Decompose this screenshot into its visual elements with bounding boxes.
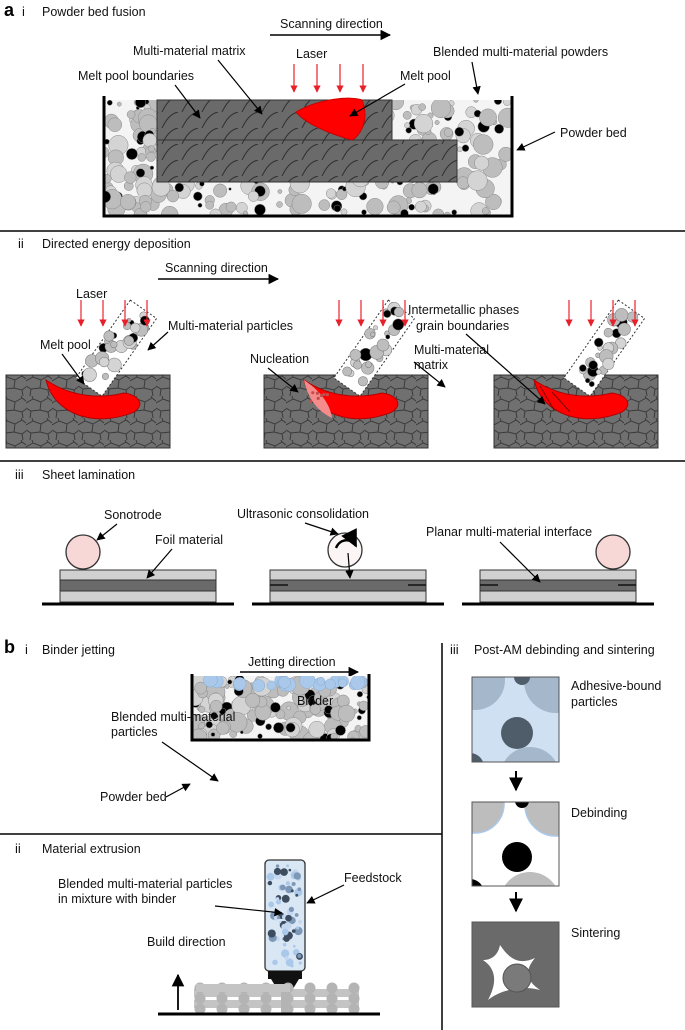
matrix-label: Multi-material matrix bbox=[133, 44, 246, 58]
scanning-label: Scanning direction bbox=[280, 17, 383, 31]
leader-lines bbox=[214, 884, 345, 917]
binder-label: Binder bbox=[297, 694, 333, 708]
ded-stage-deposit bbox=[5, 299, 171, 449]
laser-label: Laser bbox=[296, 47, 327, 61]
section-title: Material extrusion bbox=[42, 842, 141, 856]
intermetallic-label: Intermetallic phases bbox=[408, 303, 519, 317]
ultrasonic-label: Ultrasonic consolidation bbox=[237, 507, 369, 521]
sonotrode bbox=[327, 532, 363, 568]
extruder bbox=[264, 859, 306, 992]
sonotrode bbox=[65, 534, 101, 570]
panel-letter-b: b bbox=[4, 637, 15, 657]
sonotrode-label: Sonotrode bbox=[104, 508, 162, 522]
section-numeral: iii bbox=[15, 467, 24, 482]
section-numeral: i bbox=[22, 4, 25, 19]
sheet-lamination-stack bbox=[252, 569, 444, 606]
adhesive-label: Adhesive-bound bbox=[571, 679, 661, 693]
binder-jet-bed bbox=[190, 674, 371, 742]
extruded-layers bbox=[194, 982, 360, 1015]
particles-label: Multi-material particles bbox=[168, 319, 293, 333]
section-title: Powder bed fusion bbox=[42, 5, 146, 19]
section-title: Binder jetting bbox=[42, 643, 115, 657]
adhesive-label: particles bbox=[571, 695, 618, 709]
sheet-lamination-stack bbox=[462, 569, 654, 606]
rotation-arrow bbox=[334, 527, 358, 549]
melt-pool-label: Melt pool bbox=[400, 69, 451, 83]
feedstock-label: Feedstock bbox=[344, 871, 402, 885]
adhesive-bound-tile bbox=[471, 676, 560, 763]
scanning-label: Scanning direction bbox=[165, 261, 268, 275]
panel-letter-a: a bbox=[4, 0, 15, 20]
section-numeral: iii bbox=[450, 642, 459, 657]
section-numeral: i bbox=[25, 642, 28, 657]
boundaries-label: Melt pool boundaries bbox=[78, 69, 194, 83]
powder-bed-container bbox=[102, 96, 514, 218]
matrix-label: Multi-material bbox=[414, 343, 489, 357]
melt-pool-label: Melt pool bbox=[40, 338, 91, 352]
foil-label: Foil material bbox=[155, 533, 223, 547]
section-title: Directed energy deposition bbox=[42, 237, 191, 251]
powder-bed-label: Powder bed bbox=[100, 790, 167, 804]
sintering-tile bbox=[471, 921, 560, 1008]
laser-label: Laser bbox=[76, 287, 107, 301]
nucleation-label: Nucleation bbox=[250, 352, 309, 366]
ded-stage-nucleation bbox=[263, 299, 429, 449]
powders-label: Blended multi-material powders bbox=[433, 45, 608, 59]
leader-lines bbox=[61, 331, 546, 405]
debinding-label: Debinding bbox=[571, 806, 627, 820]
section-numeral: ii bbox=[15, 841, 21, 856]
planar-label: Planar multi-material interface bbox=[426, 525, 592, 539]
ded-stage-solidified bbox=[493, 299, 659, 449]
particles-label: Blended multi-material particles bbox=[58, 877, 232, 891]
particles-label: in mixture with binder bbox=[58, 892, 176, 906]
section-numeral: ii bbox=[18, 236, 24, 251]
section-title: Post-AM debinding and sintering bbox=[474, 643, 655, 657]
sheet-lamination-stack bbox=[42, 569, 234, 606]
leader-lines bbox=[174, 59, 556, 151]
section-title: Sheet lamination bbox=[42, 468, 135, 482]
leader-lines bbox=[161, 741, 219, 798]
particles-label: particles bbox=[111, 725, 158, 739]
matrix-label: matrix bbox=[414, 358, 449, 372]
melt-pool bbox=[295, 97, 366, 141]
sintering-label: Sintering bbox=[571, 926, 620, 940]
jetting-label: Jetting direction bbox=[248, 655, 336, 669]
intermetallic-label: grain boundaries bbox=[416, 319, 509, 333]
powder-bed-label: Powder bed bbox=[560, 126, 627, 140]
build-label: Build direction bbox=[147, 935, 226, 949]
particles-label: Blended multi-material bbox=[111, 710, 235, 724]
debinding-tile bbox=[471, 801, 560, 887]
leader-lines bbox=[96, 522, 541, 583]
laser-arrows bbox=[290, 64, 367, 93]
sonotrode bbox=[595, 534, 631, 570]
